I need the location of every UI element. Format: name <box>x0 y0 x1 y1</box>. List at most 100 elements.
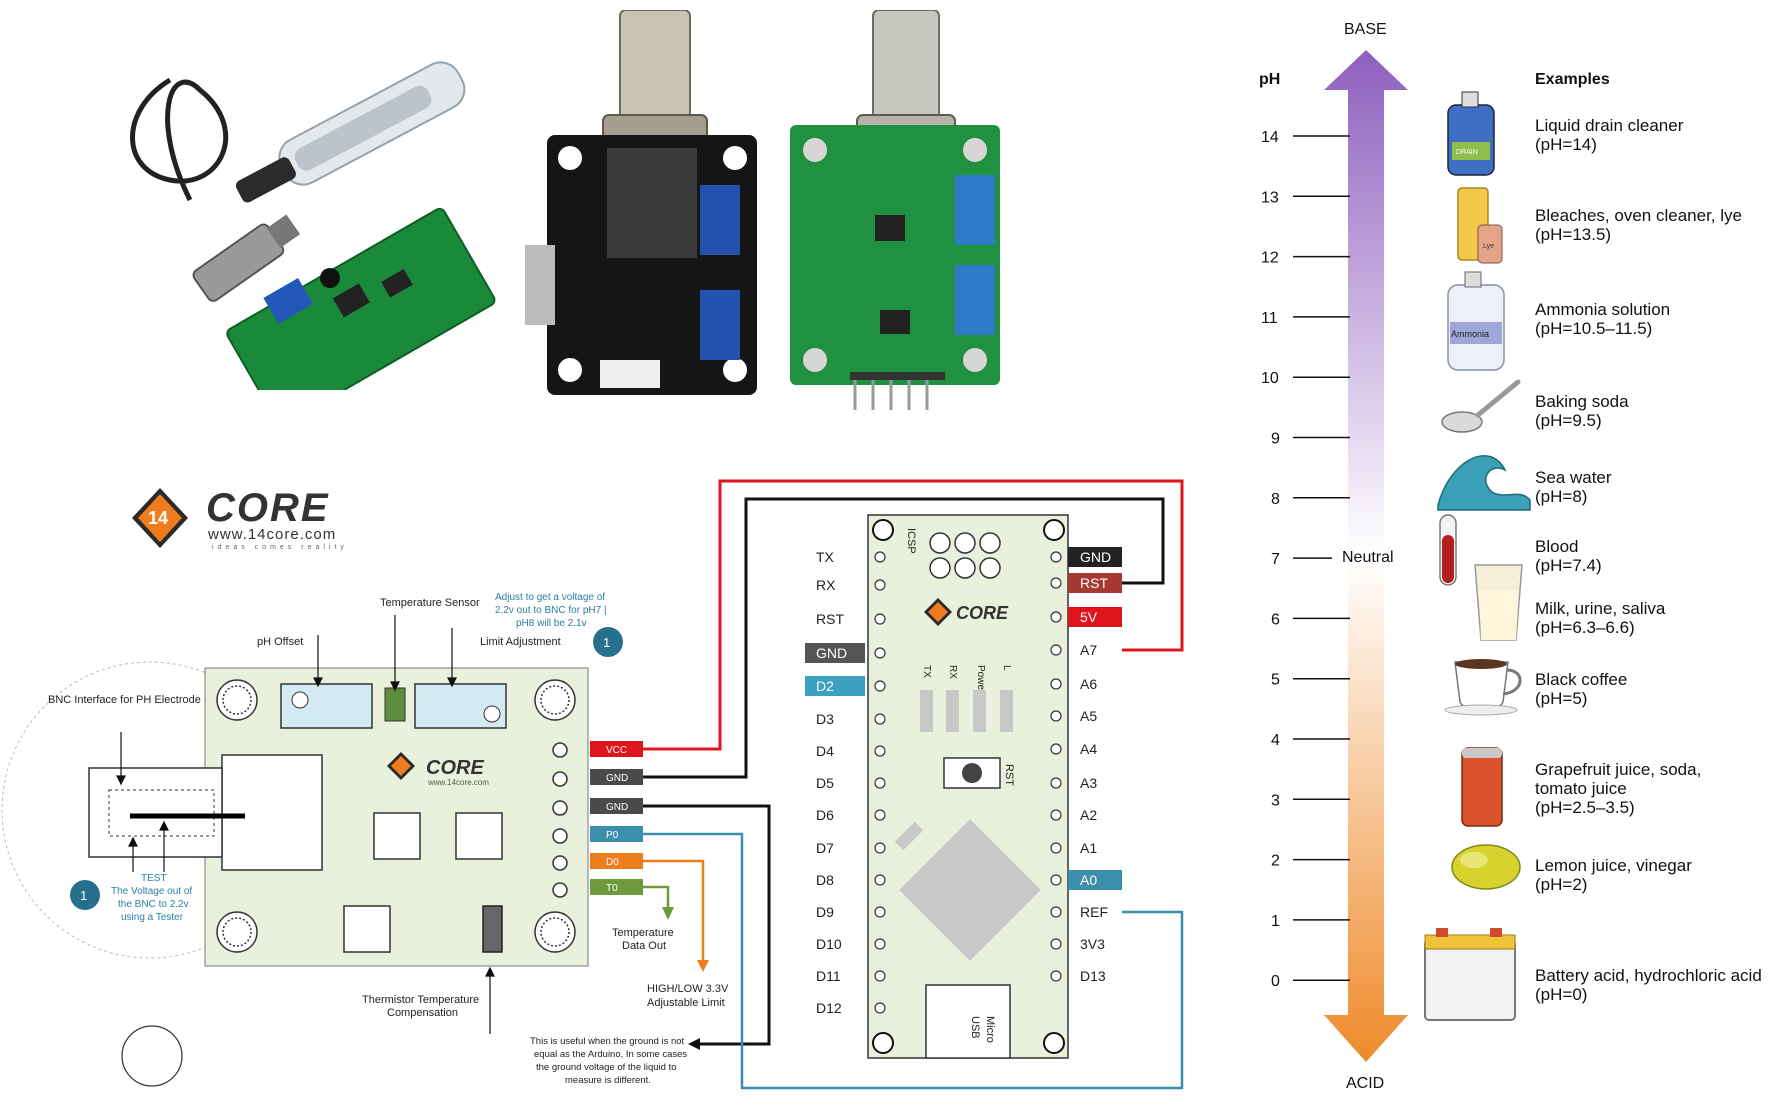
wire-t0 <box>632 885 670 912</box>
highlow-note-2: Adjustable Limit <box>647 997 725 1009</box>
arduino-pin-hole <box>874 874 886 886</box>
ph-gradient-arrow <box>1324 50 1408 1062</box>
test-note-4: using a Tester <box>121 912 184 923</box>
example-name: Lemon juice, vinegar <box>1535 856 1692 875</box>
drain-cleaner-bottle-icon: DRAIN <box>1447 91 1495 176</box>
ph-tick-label: 3 <box>1271 792 1280 809</box>
wire-vcc-5v <box>632 479 1184 751</box>
spoon-icon <box>1441 379 1521 433</box>
arduino-pin-hole <box>874 970 886 982</box>
right-pin-label: A2 <box>1080 807 1097 823</box>
svg-text:DRAIN: DRAIN <box>1456 149 1478 156</box>
sensor-pin-label: D0 <box>606 857 619 868</box>
ph-tick-label: 9 <box>1271 431 1280 448</box>
arduino-pin-hole <box>1050 777 1062 789</box>
arduino-pin-hole <box>874 938 886 950</box>
ph-tick-label: 7 <box>1271 551 1280 568</box>
example-name: Battery acid, hydrochloric acid <box>1535 966 1762 985</box>
left-pin-label: D11 <box>816 968 841 984</box>
sensor-pin-label: VCC <box>606 745 627 756</box>
right-pin-highlight <box>1068 607 1122 627</box>
thermistor-note-2: Compensation <box>387 1007 458 1019</box>
arduino-pin-hole <box>1050 551 1062 563</box>
left-pin-label: D9 <box>816 904 834 920</box>
sensor-pin-label: GND <box>606 773 628 784</box>
icsp-label: ICSP <box>905 528 917 554</box>
right-pin-label: 5V <box>1080 609 1098 625</box>
ph-header: pH <box>1259 71 1280 88</box>
ph-tick-label: 14 <box>1261 129 1279 146</box>
logo-mark-icon <box>132 488 188 548</box>
wire-gnd-gnd <box>632 497 1165 779</box>
arduino-pin-hole <box>874 842 886 854</box>
temp-out-note-2: Data Out <box>622 940 666 952</box>
arduino-pin-hole <box>1050 842 1062 854</box>
left-pin-label: D3 <box>816 711 834 727</box>
left-pin-label: RST <box>816 611 844 627</box>
adjust-note-2: 2.2v out to BNC for pH7 | <box>495 605 607 616</box>
ph-tick-label: 6 <box>1271 611 1280 628</box>
logo-site-text: www.14core.com <box>208 526 337 543</box>
example-name: Grapefruit juice, soda, tomato juice <box>1535 760 1702 798</box>
badge-1-bottom <box>70 880 100 910</box>
wave-icon <box>1437 454 1531 511</box>
svg-text:Ammonia: Ammonia <box>1451 329 1489 339</box>
right-pin-label: A1 <box>1080 840 1097 856</box>
ph-tick-label: 12 <box>1261 250 1279 267</box>
sensor-pin-label: GND <box>606 802 628 813</box>
right-pin-label: 3V3 <box>1080 936 1105 952</box>
led-label: RX <box>947 665 958 679</box>
milk-glass-icon <box>1474 564 1523 641</box>
logo-badge: 14 <box>148 508 169 528</box>
example-item: Bleaches, oven cleaner, lye(pH=13.5) <box>1535 206 1742 244</box>
left-pin-label: D5 <box>816 775 834 791</box>
board-logo-site: www.14core.com <box>427 778 489 787</box>
logo-brand-text: CORE <box>206 486 330 530</box>
svg-text:1: 1 <box>603 635 610 650</box>
label-bnc: BNC Interface for PH Electrode <box>48 694 201 706</box>
right-pin-label: D13 <box>1080 968 1106 984</box>
sensor-pin-0 <box>590 741 643 757</box>
arduino-pin-hole <box>1050 710 1062 722</box>
right-pin-label: A7 <box>1080 642 1097 658</box>
ground-note-4: measure is different. <box>565 1075 651 1086</box>
neutral-label: Neutral <box>1342 549 1394 566</box>
test-note-1: TEST <box>141 873 167 884</box>
example-name: Bleaches, oven cleaner, lye <box>1535 206 1742 225</box>
black-board-photo <box>525 10 757 395</box>
empty-circle <box>121 1025 183 1087</box>
ph-probe-photo <box>130 61 496 390</box>
arduino-pin-hole <box>874 579 886 591</box>
ph-tick-label: 5 <box>1271 672 1280 689</box>
example-ph: (pH=5) <box>1535 689 1588 708</box>
arduino-pin-hole <box>874 713 886 725</box>
example-ph: (pH=0) <box>1535 985 1588 1004</box>
label-temp-sensor: Temperature Sensor <box>380 597 480 609</box>
right-pin-label: A4 <box>1080 741 1097 757</box>
arduino-pin-hole <box>874 647 886 659</box>
left-pin-label: D8 <box>816 872 834 888</box>
temp-out-note-1: Temperature <box>612 927 674 939</box>
right-pin-label: A3 <box>1080 775 1097 791</box>
highlow-note-1: HIGH/LOW 3.3V <box>647 983 729 995</box>
examples-header: Examples <box>1535 71 1610 88</box>
arduino-pin-hole <box>874 551 886 563</box>
arduino-pin-hole <box>874 1002 886 1014</box>
example-item: Black coffee(pH=5) <box>1535 670 1627 708</box>
example-ph: (pH=14) <box>1535 135 1597 154</box>
arduino-pin-hole <box>874 613 886 625</box>
coffee-cup-icon <box>1444 659 1522 716</box>
arduino-pin-hole <box>1050 874 1062 886</box>
label-ph-offset: pH Offset <box>257 636 303 648</box>
wire-d0 <box>632 859 705 965</box>
example-ph: (pH=10.5–11.5) <box>1535 319 1653 338</box>
left-pin-label: D12 <box>816 1000 842 1016</box>
left-pin-label: D4 <box>816 743 834 759</box>
example-name: Milk, urine, saliva <box>1535 599 1666 618</box>
arduino-pin-hole <box>874 680 886 692</box>
wire-gnd-note <box>632 804 771 1046</box>
right-pin-highlight <box>1068 547 1122 567</box>
arduino-pin-hole <box>874 745 886 757</box>
example-item: Milk, urine, saliva(pH=6.3–6.6) <box>1535 599 1665 637</box>
